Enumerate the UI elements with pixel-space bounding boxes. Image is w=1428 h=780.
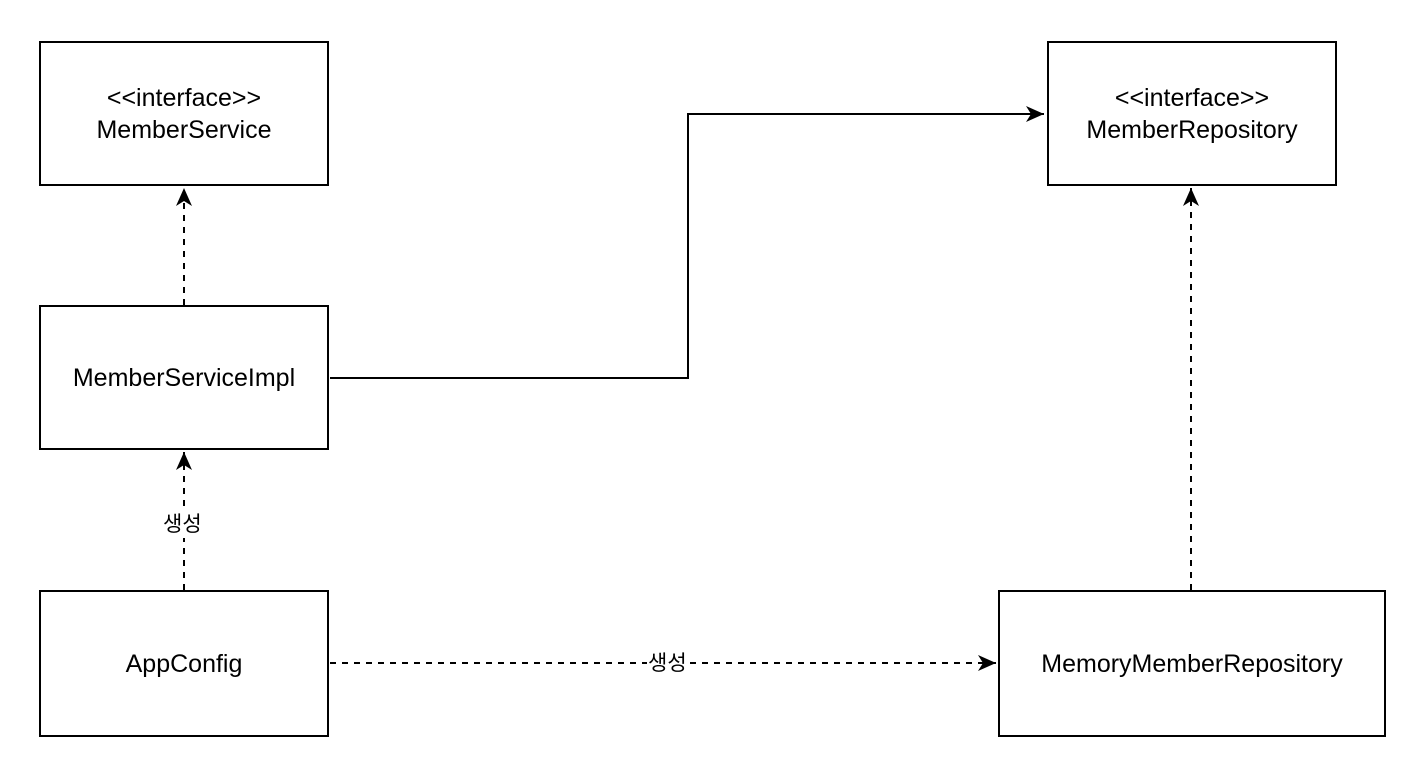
memory-member-repository-name: MemoryMemberRepository xyxy=(1041,649,1343,678)
edge-label-config-creates-memory-repo: 생성 xyxy=(647,649,688,677)
member-service-stereotype: <<interface>> xyxy=(106,83,262,112)
node-memory-member-repository[interactable]: MemoryMemberRepository xyxy=(998,590,1386,737)
node-member-service-impl[interactable]: MemberServiceImpl xyxy=(39,305,329,450)
app-config-name: AppConfig xyxy=(125,649,243,678)
member-repository-stereotype: <<interface>> xyxy=(1114,83,1270,112)
member-service-name: MemberService xyxy=(96,115,272,144)
member-service-impl-name: MemberServiceImpl xyxy=(72,363,296,392)
member-repository-name: MemberRepository xyxy=(1086,115,1298,144)
node-member-repository[interactable]: <<interface>> MemberRepository xyxy=(1047,41,1337,186)
node-member-service[interactable]: <<interface>> MemberService xyxy=(39,41,329,186)
node-app-config[interactable]: AppConfig xyxy=(39,590,329,737)
edge-impl-uses-repository xyxy=(330,106,1044,379)
edge-label-config-creates-impl: 생성 xyxy=(162,510,203,538)
